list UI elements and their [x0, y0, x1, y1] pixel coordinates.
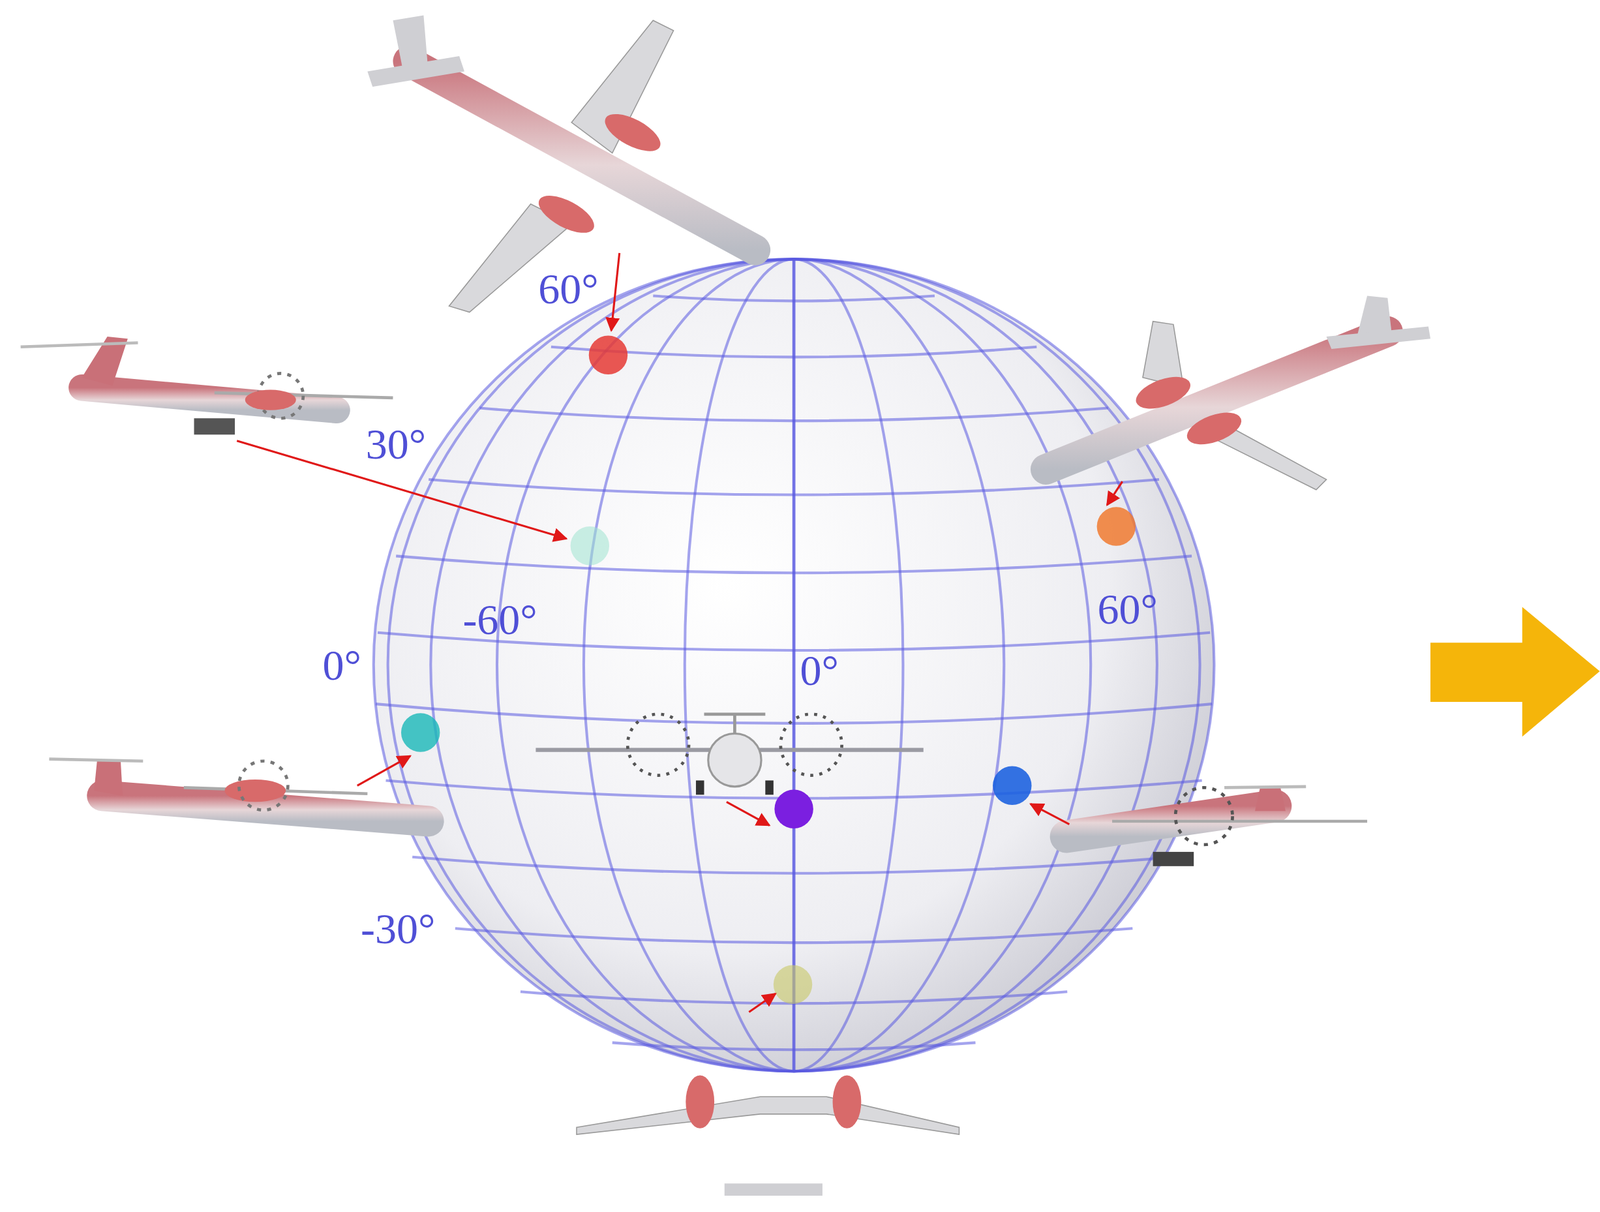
airplane — [48, 759, 429, 822]
airplane — [1066, 786, 1368, 867]
airplane — [367, 15, 755, 312]
angle-label: 60° — [1097, 587, 1158, 631]
airplane — [20, 336, 394, 435]
flow-arrow — [1430, 607, 1600, 738]
angle-label: 30° — [365, 422, 426, 466]
viewpoint-dots — [401, 335, 1136, 1004]
sphere — [373, 258, 1215, 1072]
angle-label: 0° — [322, 643, 361, 687]
angle-label: -30° — [360, 907, 436, 951]
airplane — [535, 714, 923, 796]
wireframe — [373, 258, 1215, 1072]
angle-label: 60° — [538, 267, 599, 311]
airplane — [1045, 296, 1431, 490]
leader-arrows — [236, 253, 1123, 1013]
angle-label: 0° — [800, 649, 839, 693]
angle-label: -60° — [462, 598, 537, 642]
airplane — [576, 1030, 959, 1196]
